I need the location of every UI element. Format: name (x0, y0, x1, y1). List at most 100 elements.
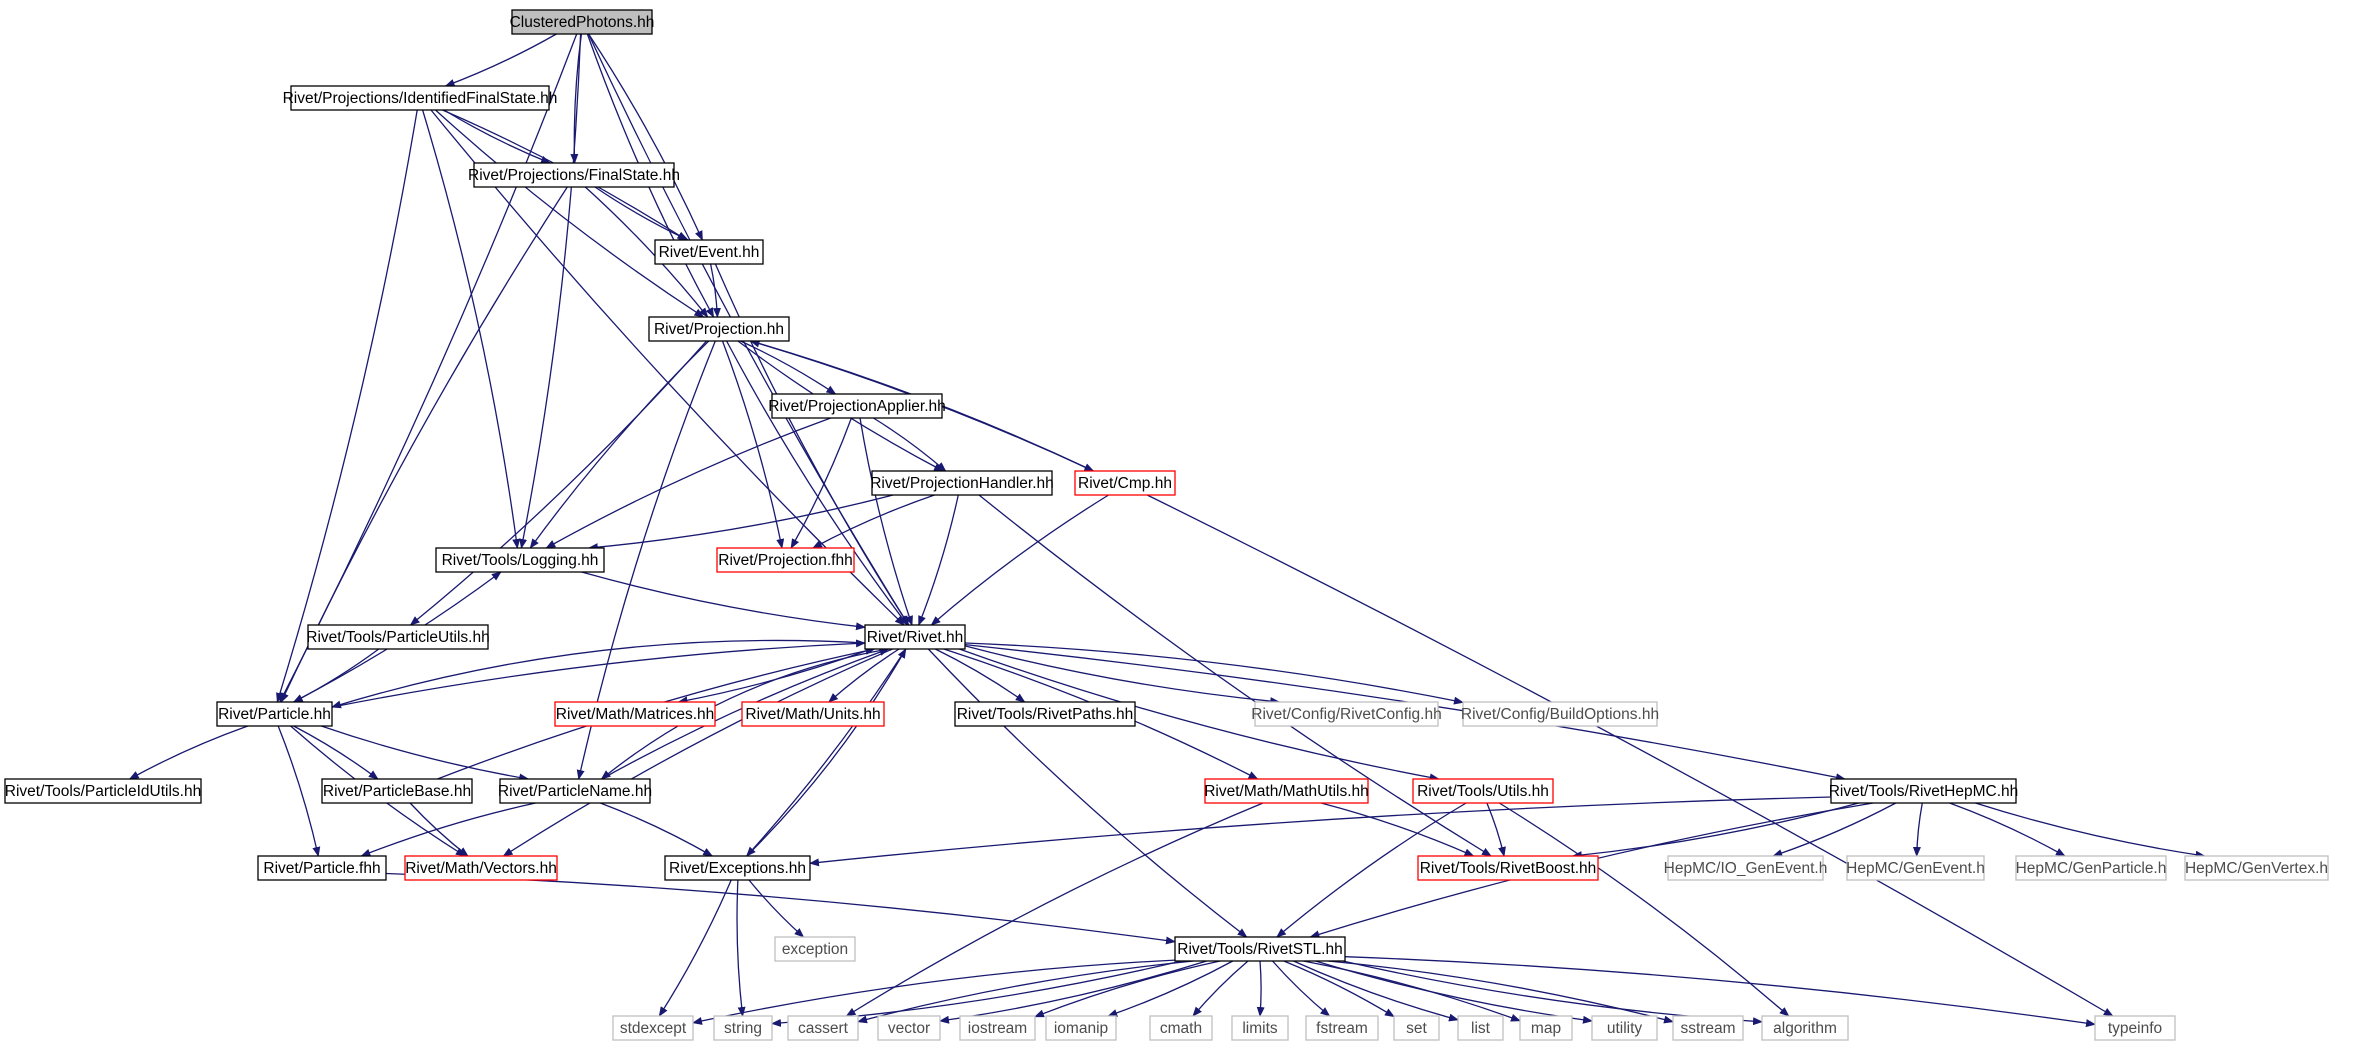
node-rivetboost[interactable]: Rivet/Tools/RivetBoost.hh (1417, 855, 1599, 881)
node-map[interactable]: map (1519, 1015, 1573, 1041)
node-box-genevent (1846, 855, 1985, 881)
node-box-buildoptions (1462, 701, 1658, 727)
edge-rivet-to-rivetstl (927, 648, 1248, 938)
edge-exceptions-to-stdexcept (658, 879, 732, 1017)
node-box-vectors (404, 855, 558, 881)
node-particlebase[interactable]: Rivet/ParticleBase.hh (321, 778, 473, 804)
node-box-set (1393, 1015, 1440, 1041)
node-event[interactable]: Rivet/Event.hh (654, 239, 764, 265)
node-toolsutils[interactable]: Rivet/Tools/Utils.hh (1412, 778, 1554, 804)
node-string[interactable]: string (713, 1015, 773, 1041)
node-set[interactable]: set (1393, 1015, 1440, 1041)
node-label-rivetpaths: Rivet/Tools/RivetPaths.hh (957, 706, 1134, 723)
node-projection[interactable]: Rivet/Projection.hh (648, 316, 790, 342)
node-particleidutils[interactable]: Rivet/Tools/ParticleIdUtils.hh (4, 778, 202, 804)
edge-rivet-to-particlename (600, 648, 889, 780)
edge-exceptions-to-string (736, 879, 746, 1017)
node-io_genevent[interactable]: HepMC/IO_GenEvent.h (1664, 855, 1828, 881)
node-vectors[interactable]: Rivet/Math/Vectors.hh (404, 855, 558, 881)
node-algorithm[interactable]: algorithm (1761, 1015, 1849, 1041)
edge-projectionapplier-to-projectionfhh (790, 417, 853, 549)
node-label-units: Rivet/Math/Units.hh (745, 706, 880, 723)
node-mathutils[interactable]: Rivet/Math/MathUtils.hh (1204, 778, 1369, 804)
node-label-io_genevent: HepMC/IO_GenEvent.h (1664, 860, 1828, 877)
node-label-iostream: iostream (968, 1020, 1027, 1037)
edge-rivet-to-vectors (502, 648, 893, 857)
edge-cmp-to-typeinfo (1146, 494, 2114, 1017)
node-box-identifiedfinalstate (290, 85, 550, 111)
node-label-projection: Rivet/Projection.hh (654, 321, 784, 338)
node-cassert[interactable]: cassert (787, 1015, 859, 1041)
node-label-clusteredphotons: ClusteredPhotons.hh (510, 14, 655, 31)
node-box-event (654, 239, 764, 265)
node-genevent[interactable]: HepMC/GenEvent.h (1846, 855, 1985, 881)
edge-rivet-to-particle (331, 639, 866, 709)
node-label-typeinfo: typeinfo (2108, 1020, 2162, 1037)
edge-rivet-to-exceptions (746, 648, 907, 857)
node-particlename[interactable]: Rivet/ParticleName.hh (498, 778, 652, 804)
node-particlefhh[interactable]: Rivet/Particle.fhh (257, 855, 387, 881)
node-cmp[interactable]: Rivet/Cmp.hh (1074, 470, 1176, 496)
node-limits[interactable]: limits (1231, 1015, 1289, 1041)
node-box-toolsutils (1412, 778, 1554, 804)
node-buildoptions[interactable]: Rivet/Config/BuildOptions.hh (1461, 701, 1659, 727)
node-exception[interactable]: exception (774, 936, 856, 962)
node-stdexcept[interactable]: stdexcept (612, 1015, 694, 1041)
node-box-projectionapplier (771, 393, 943, 419)
node-matrices[interactable]: Rivet/Math/Matrices.hh (554, 701, 716, 727)
node-label-toolsutils: Rivet/Tools/Utils.hh (1417, 783, 1549, 800)
node-identifiedfinalstate[interactable]: Rivet/Projections/IdentifiedFinalState.h… (283, 85, 558, 111)
node-rivethepmc[interactable]: Rivet/Tools/RivetHepMC.hh (1829, 778, 2019, 804)
node-projectionhandler[interactable]: Rivet/ProjectionHandler.hh (870, 470, 1054, 496)
node-rivetstl[interactable]: Rivet/Tools/RivetSTL.hh (1174, 936, 1346, 962)
node-utility[interactable]: utility (1591, 1015, 1658, 1041)
node-iomanip[interactable]: iomanip (1045, 1015, 1117, 1041)
node-cmath[interactable]: cmath (1149, 1015, 1213, 1041)
node-projectionapplier[interactable]: Rivet/ProjectionApplier.hh (768, 393, 946, 419)
node-label-event: Rivet/Event.hh (659, 244, 760, 261)
node-finalstate[interactable]: Rivet/Projections/FinalState.hh (468, 162, 680, 188)
node-sstream[interactable]: sstream (1672, 1015, 1744, 1041)
node-iostream[interactable]: iostream (959, 1015, 1036, 1041)
node-particle[interactable]: Rivet/Particle.hh (216, 701, 333, 727)
node-box-iomanip (1045, 1015, 1117, 1041)
node-exceptions[interactable]: Rivet/Exceptions.hh (664, 855, 811, 881)
node-fstream[interactable]: fstream (1305, 1015, 1379, 1041)
edge-clusteredphotons-to-logging (519, 33, 582, 549)
edge-projectionhandler-to-logging (587, 494, 894, 552)
edge-particlename-to-particlefhh (360, 802, 536, 857)
edge-rivetstl-to-fstream (1272, 960, 1331, 1017)
node-projectionfhh[interactable]: Rivet/Projection.fhh (716, 547, 855, 573)
edge-toolsutils-to-rivetstl (1276, 802, 1467, 938)
edge-finalstate-to-projection (584, 186, 709, 318)
edge-particle-to-particlebase (293, 725, 379, 780)
node-particleutils[interactable]: Rivet/Tools/ParticleUtils.hh (306, 624, 490, 650)
node-label-particleutils: Rivet/Tools/ParticleUtils.hh (306, 629, 489, 646)
edge-projection-to-logging (529, 340, 710, 549)
node-genparticle[interactable]: HepMC/GenParticle.h (2015, 855, 2167, 881)
node-logging[interactable]: Rivet/Tools/Logging.hh (435, 547, 605, 573)
node-label-mathutils: Rivet/Math/MathUtils.hh (1204, 783, 1369, 800)
edge-particlefhh-to-rivetstl (385, 872, 1176, 945)
edge-rivet-to-rivetpaths (935, 648, 1026, 703)
node-box-genparticle (2015, 855, 2167, 881)
node-rivet[interactable]: Rivet/Rivet.hh (864, 624, 966, 650)
edge-rivet-to-buildoptions (964, 642, 1464, 705)
node-rivetconfig[interactable]: Rivet/Config/RivetConfig.hh (1251, 701, 1442, 727)
node-label-limits: limits (1242, 1020, 1278, 1037)
node-box-particleidutils (4, 778, 202, 804)
node-box-utility (1591, 1015, 1658, 1041)
node-list[interactable]: list (1457, 1015, 1504, 1041)
node-genvertex[interactable]: HepMC/GenVertex.h (2184, 855, 2329, 881)
edge-toolsutils-to-rivetboost (1486, 802, 1506, 857)
node-box-particlebase (321, 778, 473, 804)
node-clusteredphotons[interactable]: ClusteredPhotons.hh (510, 9, 655, 35)
node-label-fstream: fstream (1316, 1020, 1368, 1037)
node-rivetpaths[interactable]: Rivet/Tools/RivetPaths.hh (954, 701, 1136, 727)
node-vector[interactable]: vector (877, 1015, 941, 1041)
node-typeinfo[interactable]: typeinfo (2094, 1015, 2176, 1041)
node-units[interactable]: Rivet/Math/Units.hh (741, 701, 885, 727)
edge-rivetstl-to-iostream (1034, 960, 1221, 1018)
edge-rivetstl-to-string (771, 960, 1182, 1027)
node-box-projection (648, 316, 790, 342)
